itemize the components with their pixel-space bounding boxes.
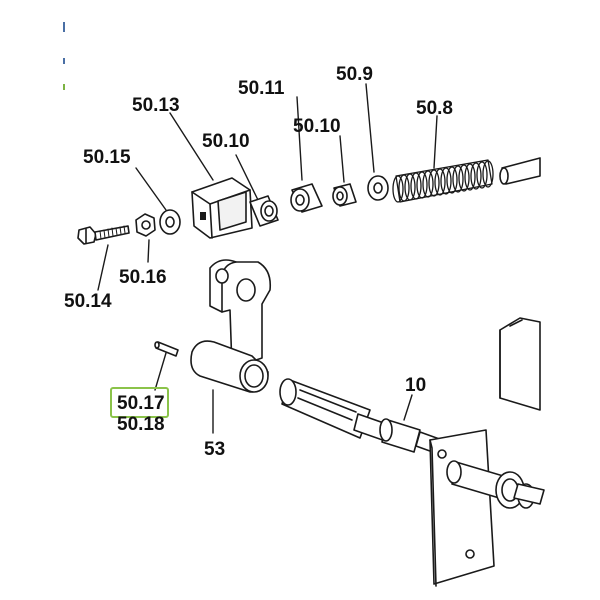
edge-mark-low: [63, 84, 65, 90]
rod-end: [499, 157, 541, 185]
edge-mark-mid: [63, 58, 65, 64]
spring-50-8: [392, 159, 494, 203]
bolt-50-14: [77, 225, 130, 245]
callout-50-10-left[interactable]: 50.10: [202, 131, 250, 152]
nut-50-16: [135, 213, 156, 237]
washer-50-15: [159, 209, 181, 235]
callout-53[interactable]: 53: [204, 439, 226, 460]
callout-50-14[interactable]: 50.14: [64, 291, 112, 312]
callout-50-16[interactable]: 50.16: [119, 267, 167, 288]
callout-highlight-box: [110, 387, 169, 418]
mounting-plate: [499, 317, 541, 411]
washer-50-9: [367, 175, 389, 201]
pin-50-17: [154, 341, 179, 357]
callout-50-11[interactable]: 50.11: [238, 78, 285, 99]
callout-50-18[interactable]: 50.18: [117, 414, 165, 435]
clevis-50-13: [191, 177, 253, 239]
bushing-50-10-b: [332, 183, 357, 207]
callout-50-17[interactable]: 50.17: [117, 393, 165, 414]
shaft-assembly-10: [279, 378, 545, 587]
callout-50-15[interactable]: 50.15: [83, 147, 131, 168]
leader-lines: [97, 83, 438, 434]
callout-50-8[interactable]: 50.8: [416, 98, 453, 119]
lever-arm-53: [190, 259, 272, 393]
callout-50-9[interactable]: 50.9: [336, 64, 373, 85]
bushing-50-10-a: [249, 195, 279, 227]
spacer-50-11: [290, 183, 323, 213]
callout-50-10-right[interactable]: 50.10: [293, 116, 341, 137]
edge-mark-top: [63, 22, 65, 32]
callout-10[interactable]: 10: [405, 375, 427, 396]
callout-50-13[interactable]: 50.13: [132, 95, 180, 116]
